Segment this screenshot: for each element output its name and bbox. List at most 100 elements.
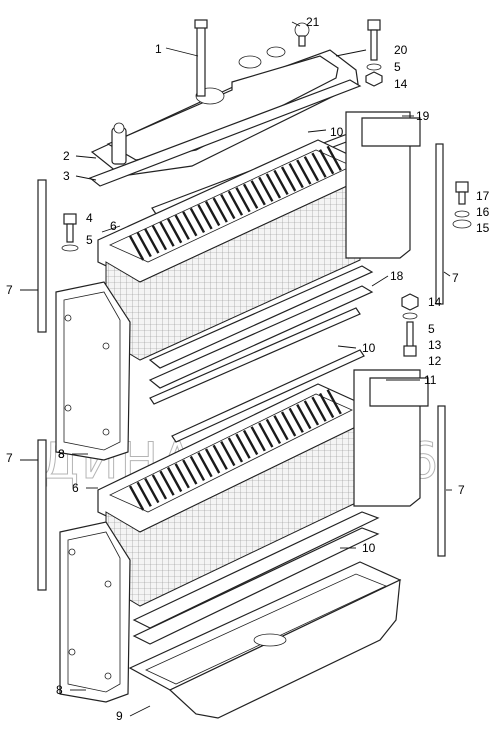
callout-10: 10 xyxy=(362,341,376,355)
core-slot xyxy=(250,180,266,206)
callout-6: 6 xyxy=(110,219,117,233)
core-slot xyxy=(235,433,251,459)
callout-14: 14 xyxy=(428,295,442,309)
gasket-strip-lower xyxy=(171,349,365,443)
core-slot xyxy=(227,190,244,216)
core-slot xyxy=(204,200,221,227)
core-slot xyxy=(159,470,175,496)
callout-21: 21 xyxy=(306,15,320,29)
callout-1: 1 xyxy=(155,42,162,56)
top-gasket xyxy=(88,79,362,187)
callout-19: 19 xyxy=(416,109,430,123)
side-strap-right-lower xyxy=(437,405,446,557)
bottom-tank xyxy=(128,561,402,719)
core-slot xyxy=(212,444,228,470)
core-slot xyxy=(258,176,274,202)
gasket-strip-mid xyxy=(149,307,361,405)
callout-labels: 1 2 3 4 5 6 7 8 10 21 20 5 14 19 17 16 1… xyxy=(6,15,490,723)
core-slot xyxy=(318,392,335,419)
core-slot xyxy=(326,389,342,415)
callout-8: 8 xyxy=(58,447,65,461)
callout-5: 5 xyxy=(86,233,93,247)
core-slot xyxy=(318,149,335,175)
callout-10: 10 xyxy=(362,541,376,555)
core-slot xyxy=(311,152,327,178)
callout-7: 7 xyxy=(458,483,465,497)
upper-core-slots xyxy=(128,145,342,261)
core-slot xyxy=(265,418,282,444)
core-slot xyxy=(151,225,168,251)
core-slot xyxy=(288,162,304,189)
core-slot xyxy=(189,455,206,481)
callout-7: 7 xyxy=(6,451,13,465)
core-slot xyxy=(204,448,221,474)
core-slot xyxy=(128,485,145,511)
callout-11: 11 xyxy=(424,373,437,387)
top-tank xyxy=(90,46,359,177)
core-slot xyxy=(159,221,175,247)
core-slot xyxy=(144,478,160,504)
core-slot xyxy=(166,466,183,493)
callout-5: 5 xyxy=(394,60,401,74)
callout-8: 8 xyxy=(58,447,65,461)
bolt-17 xyxy=(452,181,472,229)
callout-5: 5 xyxy=(428,322,435,336)
core-slot xyxy=(220,194,236,220)
core-slot xyxy=(235,187,251,213)
core-slot xyxy=(303,156,320,182)
callout-20: 20 xyxy=(394,43,408,57)
side-plate-19 xyxy=(345,111,411,259)
core-slot xyxy=(280,166,297,192)
core-slot xyxy=(220,441,236,467)
core-slot xyxy=(136,481,152,507)
core-slot xyxy=(182,211,198,237)
core-slot xyxy=(151,474,168,500)
bolt-20 xyxy=(365,19,383,87)
core-slot xyxy=(311,396,327,422)
callout-6: 6 xyxy=(72,481,79,495)
left-frame-lower xyxy=(59,521,131,703)
bottom-gasket-upper xyxy=(132,511,380,629)
callout-10: 10 xyxy=(330,125,344,139)
bottom-gasket-lower xyxy=(132,527,380,645)
leader-lines xyxy=(20,21,452,717)
lower-core-slots xyxy=(128,389,342,511)
core-slot xyxy=(189,207,206,233)
callout-8: 8 xyxy=(56,683,63,697)
callout-15: 15 xyxy=(476,221,490,235)
callout-7: 7 xyxy=(6,283,13,297)
core-slot xyxy=(128,235,145,261)
core-slot xyxy=(136,231,152,258)
core-slot xyxy=(273,169,289,196)
core-slot xyxy=(273,415,289,441)
callout-4: 4 xyxy=(86,211,93,225)
core-slot xyxy=(144,228,160,254)
core-slot xyxy=(174,463,190,489)
core-slot xyxy=(227,437,244,463)
core-slot xyxy=(326,145,342,171)
core-slot xyxy=(182,459,198,485)
core-slot xyxy=(197,452,213,478)
callout-9: 9 xyxy=(116,709,123,723)
core-slot xyxy=(280,411,297,437)
left-frame-upper xyxy=(55,281,131,461)
bolt-4 xyxy=(61,213,79,252)
core-slot xyxy=(242,183,259,209)
callout-7: 7 xyxy=(452,271,459,285)
core-slot xyxy=(250,426,266,452)
filler-tube xyxy=(194,19,208,97)
callout-13: 13 xyxy=(428,338,442,352)
callout-3: 3 xyxy=(63,169,70,183)
side-strap-left-lower xyxy=(37,439,47,591)
callout-18: 18 xyxy=(390,269,404,283)
core-slot xyxy=(258,422,274,448)
side-strap-right-upper xyxy=(435,143,444,305)
callout-12: 12 xyxy=(428,354,442,368)
callout-14: 14 xyxy=(394,77,408,91)
core-slot xyxy=(288,407,304,433)
side-strap-left-upper xyxy=(37,179,47,333)
bolt-13 xyxy=(401,293,419,357)
core-slot xyxy=(296,404,312,430)
core-slot xyxy=(166,218,183,244)
